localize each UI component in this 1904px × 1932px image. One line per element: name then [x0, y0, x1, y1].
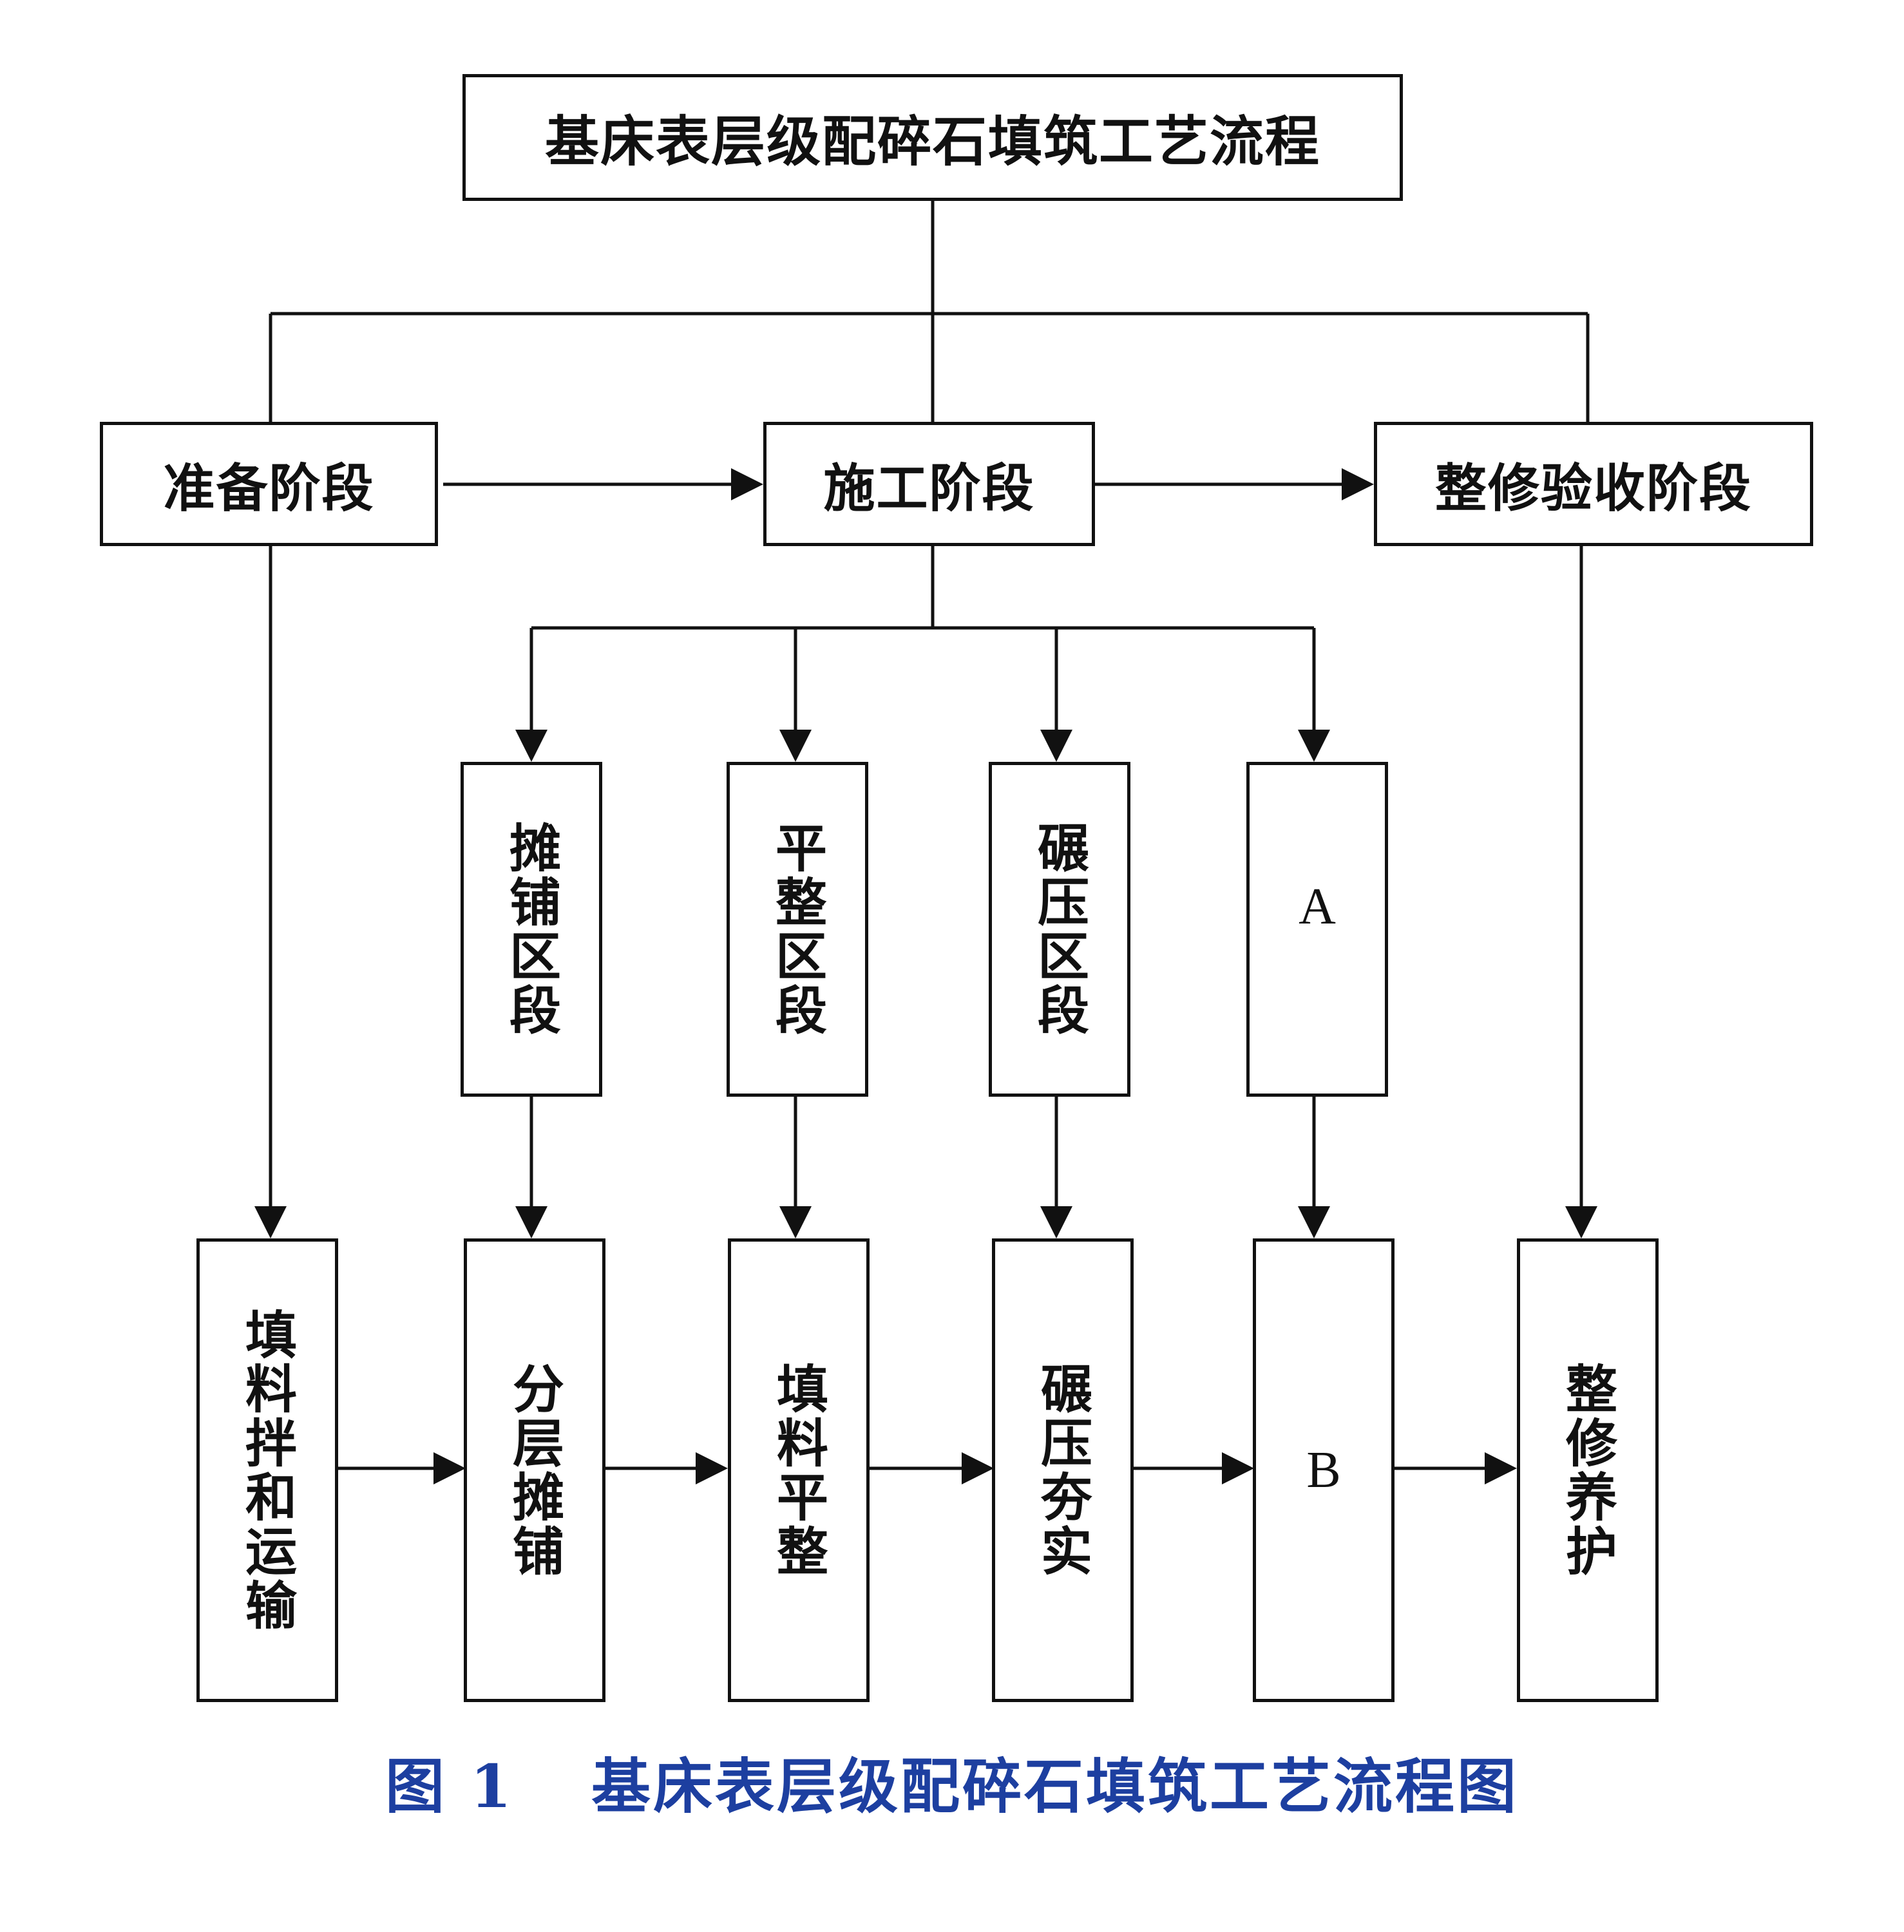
- section-compact-text: 碾压区段: [1029, 821, 1090, 1037]
- step-b-box: B: [1253, 1238, 1395, 1702]
- figure-caption-label: 图 1: [385, 1752, 515, 1821]
- stage-prepare-box: 准备阶段: [100, 422, 438, 546]
- step-layer-text: 分层摊铺: [504, 1362, 565, 1578]
- section-spread-text: 摊铺区段: [501, 821, 562, 1037]
- stage-construct-box: 施工阶段: [763, 422, 1095, 546]
- section-spread-box: 摊铺区段: [461, 762, 602, 1097]
- step-mix-box: 填料拌和运输: [196, 1238, 338, 1702]
- section-a-text: A: [1299, 878, 1336, 935]
- figure-caption: 图 1 基床表层级配碎石填筑工艺流程图: [0, 1739, 1904, 1824]
- step-tamp-box: 碾压夯实: [992, 1238, 1134, 1702]
- step-layer-box: 分层摊铺: [464, 1238, 605, 1702]
- stage-accept-box: 整修验收阶段: [1374, 422, 1813, 546]
- step-b-text: B: [1306, 1441, 1341, 1499]
- step-flat-box: 填料平整: [728, 1238, 870, 1702]
- step-tamp-text: 碾压夯实: [1033, 1362, 1093, 1578]
- title-text: 基床表层级配碎石填筑工艺流程: [544, 109, 1320, 173]
- step-cure-text: 整修养护: [1557, 1362, 1618, 1578]
- section-level-text: 平整区段: [767, 821, 828, 1037]
- section-level-box: 平整区段: [727, 762, 868, 1097]
- step-flat-text: 填料平整: [768, 1362, 829, 1578]
- section-a-box: A: [1246, 762, 1388, 1097]
- title-box: 基床表层级配碎石填筑工艺流程: [462, 74, 1403, 201]
- step-mix-text: 填料拌和运输: [237, 1308, 298, 1633]
- section-compact-box: 碾压区段: [989, 762, 1130, 1097]
- stage-construct-text: 施工阶段: [823, 457, 1035, 518]
- figure-caption-text: 基床表层级配碎石填筑工艺流程图: [591, 1752, 1519, 1821]
- step-cure-box: 整修养护: [1517, 1238, 1659, 1702]
- stage-accept-text: 整修验收阶段: [1435, 457, 1752, 518]
- stage-prepare-text: 准备阶段: [163, 457, 375, 518]
